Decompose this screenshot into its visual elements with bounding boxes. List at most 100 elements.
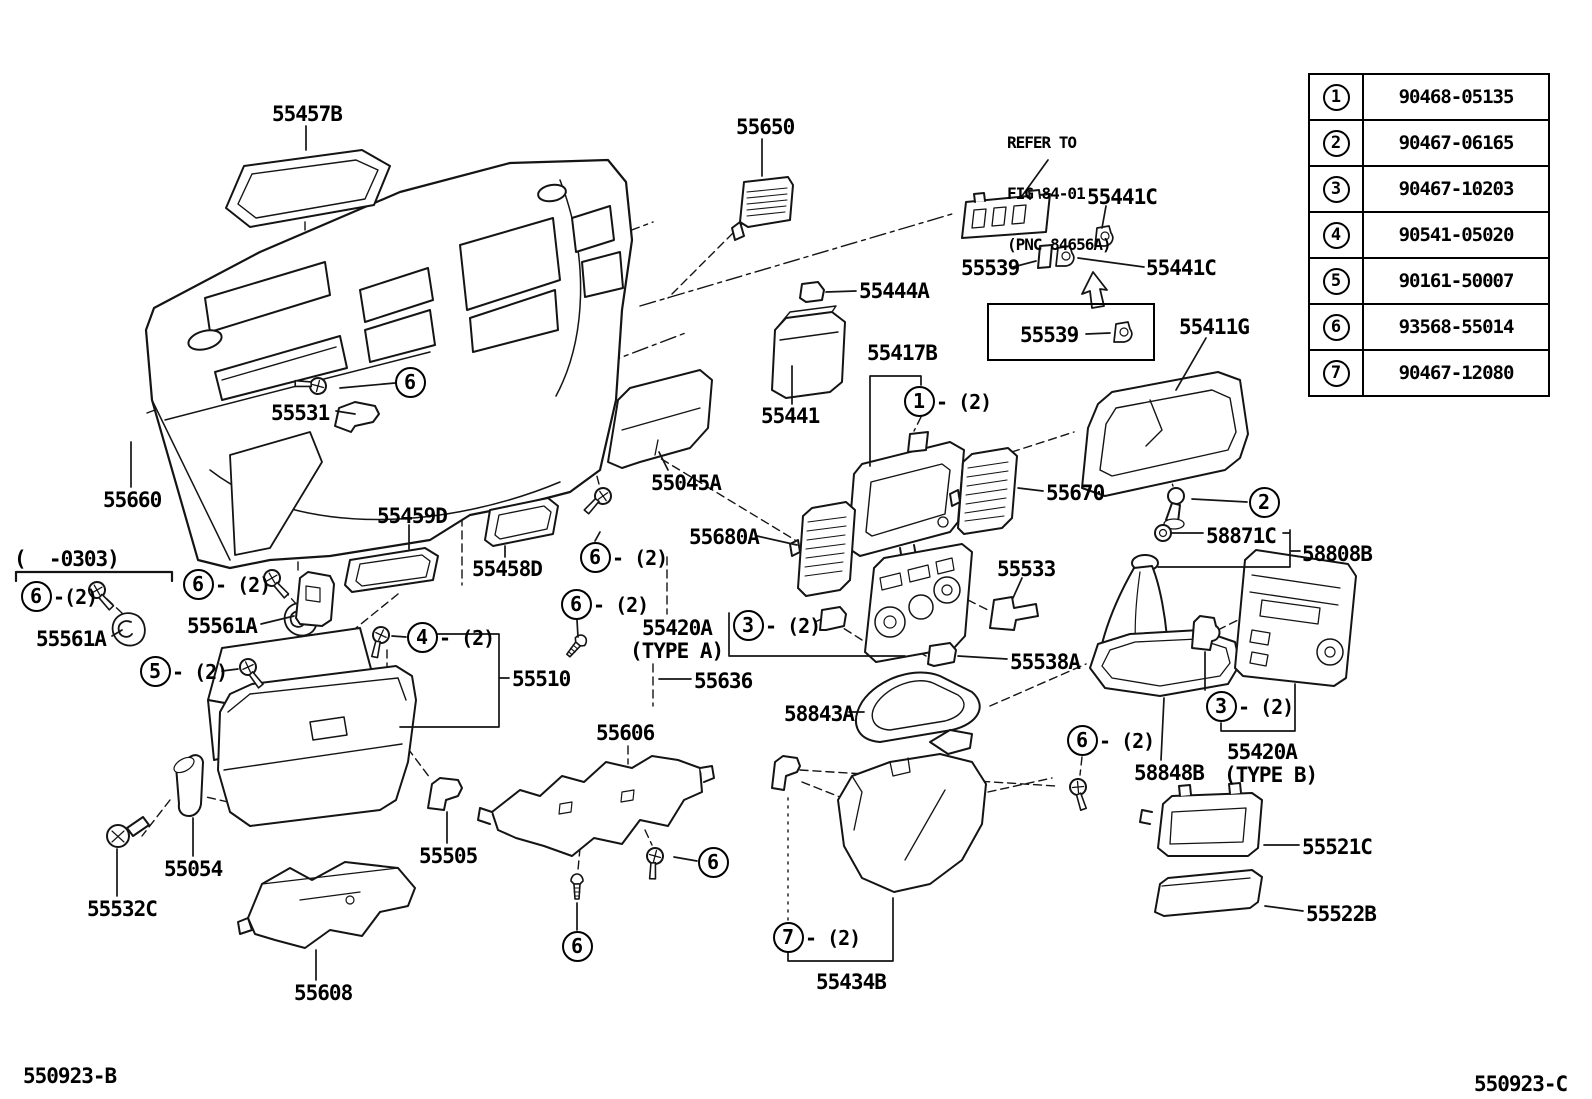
part-label-55531: 55531 — [271, 401, 330, 425]
part-label-55660: 55660 — [103, 488, 162, 512]
part-label-55608: 55608 — [294, 981, 353, 1005]
callout-circle-6: 6 — [697, 846, 729, 878]
part-label-55411G: 55411G — [1179, 315, 1250, 339]
callout-qty: - (2) — [1099, 729, 1155, 753]
fastener-num-cell: 5 — [1310, 259, 1364, 303]
callout-circle-6: 6 — [561, 930, 593, 962]
part-label-55417B: 55417B — [867, 341, 938, 365]
refer-note-line: (PNC 84656A) — [1007, 235, 1112, 254]
callout-qty: - (2) — [593, 593, 649, 617]
callout-qty: - (2) — [936, 390, 992, 414]
callout-circle-1: 1 — [903, 385, 935, 417]
upper-parts-art — [225, 149, 1133, 399]
leader-lines — [14, 125, 1304, 981]
callout-qty: - (2) — [1238, 695, 1294, 719]
drawing-code-left: 550923-B — [23, 1064, 117, 1088]
callout-qty: - (2) — [439, 626, 495, 650]
fastener-table-row: 1 90468-05135 — [1310, 75, 1548, 121]
part-label-55532C: 55532C — [87, 897, 158, 921]
fastener-table-row: 5 90161-50007 — [1310, 259, 1548, 305]
part-label-55670: 55670 — [1046, 481, 1105, 505]
part-label-55420A: 55420A — [1227, 740, 1298, 764]
fastener-part-number: 90467-10203 — [1398, 178, 1515, 200]
part-label-55538A: 55538A — [1010, 650, 1081, 674]
fastener-part-number: 90467-06165 — [1398, 132, 1515, 154]
part-label-55521C: 55521C — [1302, 835, 1373, 859]
part-label-58843A: 58843A — [784, 702, 855, 726]
part-label-55458D: 55458D — [472, 557, 543, 581]
part-label-55420A: 55420A — [642, 616, 713, 640]
right-parts-art — [1089, 524, 1357, 917]
part-label-55457B: 55457B — [272, 102, 343, 126]
part-label-55680A: 55680A — [689, 525, 760, 549]
fastener-part-number: 90161-50007 — [1398, 270, 1515, 292]
fastener-num-cell: 6 — [1310, 305, 1364, 349]
refer-note-line: REFER TO — [1007, 133, 1077, 152]
part-label-55533: 55533 — [997, 557, 1056, 581]
callout-qty: - (2) — [215, 573, 271, 597]
fastener-table-row: 6 93568-55014 — [1310, 305, 1548, 351]
refer-note: REFER TO FIG 84-01 (PNC 84656A) — [1007, 100, 1112, 287]
part-55539-box — [987, 303, 1155, 361]
part-label--TYPE-A-: (TYPE A) — [630, 639, 724, 663]
fastener-num-circle: 6 — [1322, 313, 1350, 341]
callout-qty: - (2) — [612, 546, 668, 570]
part-label-55434B: 55434B — [816, 970, 887, 994]
fastener-num-circle: 5 — [1322, 267, 1350, 295]
callout-circle-6: 6 — [579, 541, 611, 573]
callout-circle-6: 6 — [394, 366, 426, 398]
part-label-55539: 55539 — [1020, 323, 1079, 347]
part-label-55444A: 55444A — [859, 279, 930, 303]
callout-qty: -(2) — [53, 585, 98, 609]
part-label-55441: 55441 — [761, 404, 820, 428]
callout-circle-6: 6 — [560, 588, 592, 620]
callout-circle-6: 6 — [20, 580, 52, 612]
fastener-part-number: 90468-05135 — [1398, 86, 1515, 108]
part-label-55650: 55650 — [736, 115, 795, 139]
dashboard-art — [144, 158, 634, 570]
callout-circle-5: 5 — [139, 655, 171, 687]
refer-note-line: FIG 84-01 — [1007, 184, 1086, 203]
part-label-55441C: 55441C — [1146, 256, 1217, 280]
part-label--0303-: ( -0303) — [14, 547, 120, 571]
part-label-55561A: 55561A — [36, 627, 107, 651]
part-label-55045A: 55045A — [651, 471, 722, 495]
fastener-num-cell: 4 — [1310, 213, 1364, 257]
part-label-58808B: 58808B — [1302, 542, 1373, 566]
fastener-part-number: 93568-55014 — [1398, 316, 1515, 338]
fastener-num-cell: 7 — [1310, 351, 1364, 395]
callout-qty: - (2) — [765, 614, 821, 638]
callout-circle-2: 2 — [1248, 486, 1280, 518]
fastener-num-circle: 2 — [1322, 129, 1350, 157]
fastener-table-row: 2 90467-06165 — [1310, 121, 1548, 167]
part-label-55441C: 55441C — [1087, 185, 1158, 209]
part-label-58871C: 58871C — [1206, 524, 1277, 548]
callout-circle-3: 3 — [1205, 690, 1237, 722]
part-label-55636: 55636 — [694, 669, 753, 693]
fastener-num-cell: 1 — [1310, 75, 1364, 119]
fastener-num-circle: 1 — [1322, 83, 1350, 111]
part-label-55539: 55539 — [961, 256, 1020, 280]
fastener-num-cell: 2 — [1310, 121, 1364, 165]
part-label-55054: 55054 — [164, 857, 223, 881]
callout-circle-6: 6 — [1066, 724, 1098, 756]
part-label-58848B: 58848B — [1134, 761, 1205, 785]
part-label-55522B: 55522B — [1306, 902, 1377, 926]
fastener-art — [84, 367, 1100, 900]
part-label-55606: 55606 — [596, 721, 655, 745]
callout-circle-6: 6 — [182, 568, 214, 600]
callout-qty: - (2) — [805, 926, 861, 950]
callout-qty: - (2) — [172, 660, 228, 684]
fastener-num-circle: 7 — [1322, 359, 1350, 387]
glovebox-art — [106, 627, 987, 949]
callout-circle-4: 4 — [406, 621, 438, 653]
part-label-55510: 55510 — [512, 667, 571, 691]
center-parts-art — [344, 369, 1249, 743]
